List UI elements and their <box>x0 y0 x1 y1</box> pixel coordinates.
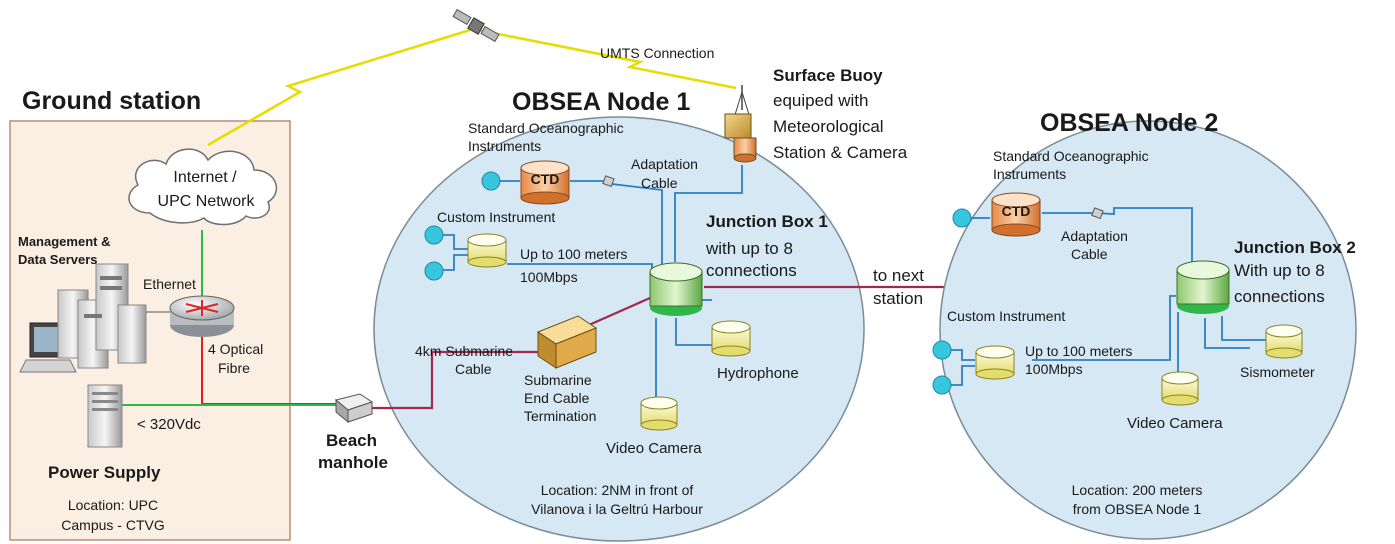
servers-icon <box>19 263 147 373</box>
fibre-label-line2: Fibre <box>218 360 250 376</box>
node2-video-camera-icon <box>1161 371 1199 406</box>
node2-adapter-icon <box>1091 207 1104 220</box>
jb1-line1: with up to 8 <box>705 239 793 258</box>
buoy-line1: equiped with <box>773 91 868 110</box>
umts-label: UMTS Connection <box>600 45 714 61</box>
node1-custom-sensor-top-icon <box>424 225 444 245</box>
node1-term-line3: Termination <box>524 408 596 424</box>
junction-box-1-icon <box>649 262 703 316</box>
node1-title: OBSEA Node 1 <box>512 88 690 116</box>
node2-upto-line1: Up to 100 meters <box>1025 343 1132 359</box>
node2-video-label: Video Camera <box>1127 415 1223 432</box>
cloud-label-line2: UPC Network <box>158 193 256 210</box>
node1-custom-sensor-bottom-icon <box>424 261 444 281</box>
node2-upto-line2: 100Mbps <box>1025 361 1083 377</box>
node1-location-line2: Vilanova i la Geltrú Harbour <box>531 501 703 517</box>
node2-ctd-label: CTD <box>1002 203 1031 219</box>
node2-custom-instrument-icon <box>975 345 1015 380</box>
jb2-title: Junction Box 2 <box>1234 238 1356 257</box>
hydrophone-label: Hydrophone <box>717 365 799 382</box>
node1-video-label: Video Camera <box>606 440 702 457</box>
node1-sensor-icon <box>481 171 501 191</box>
node2-custom-sensor-top-icon <box>932 340 952 360</box>
buoy-title: Surface Buoy <box>773 66 883 85</box>
buoy-line3: Station & Camera <box>773 143 908 162</box>
node2-ctd-icon <box>991 192 1041 237</box>
node1-location-line1: Location: 2NM in front of <box>541 482 694 498</box>
jb2-line2: connections <box>1234 287 1325 306</box>
servers-label-line1: Management & <box>18 234 110 249</box>
node2-std-line2: Instruments <box>993 166 1066 182</box>
satellite-icon <box>452 8 500 43</box>
hydrophone-icon <box>711 320 751 357</box>
node2-location-line2: from OBSEA Node 1 <box>1073 501 1202 517</box>
fibre-label-line1: 4 Optical <box>208 341 263 357</box>
node1-std-line1: Standard Oceanographic <box>468 120 624 136</box>
node2-custom-sensor-bottom-icon <box>932 375 952 395</box>
next-station-line1: to next <box>873 266 924 285</box>
node2-std-line1: Standard Oceanographic <box>993 148 1149 164</box>
servers-label-line2: Data Servers <box>18 252 98 267</box>
cloud-label-line1: Internet / <box>173 169 237 186</box>
beach-manhole-icon <box>334 393 374 424</box>
power-supply-label: Power Supply <box>48 463 161 482</box>
jb2-line1: With up to 8 <box>1234 261 1325 280</box>
node1-custom-instrument-icon <box>467 233 507 268</box>
submarine-termination-icon <box>536 315 598 369</box>
node1-ctd-label: CTD <box>531 171 560 187</box>
node1-cable-line2: Cable <box>455 361 492 377</box>
node2-blue-cables <box>943 207 1266 386</box>
router-icon <box>169 295 235 337</box>
node1-term-line1: Submarine <box>524 372 592 388</box>
beach-line2: manhole <box>318 453 388 472</box>
node1-upto-line1: Up to 100 meters <box>520 246 627 262</box>
next-station-line2: station <box>873 289 923 308</box>
ground-station-title: Ground station <box>22 87 201 115</box>
node2-adapt-line2: Cable <box>1071 246 1108 262</box>
sismometer-icon <box>1265 324 1303 359</box>
junction-box-2-icon <box>1176 260 1230 314</box>
node2-custom-label: Custom Instrument <box>947 308 1065 324</box>
jb1-line2: connections <box>706 261 797 280</box>
node1-area <box>373 116 865 542</box>
surface-buoy-icon <box>724 85 757 163</box>
node1-adapt-line2: Cable <box>641 175 678 191</box>
node2-sensor-icon <box>952 208 972 228</box>
node1-adapt-line1: Adaptation <box>631 156 698 172</box>
node2-adapt-line1: Adaptation <box>1061 228 1128 244</box>
node2-area <box>939 120 1357 540</box>
voltage-label: < 320Vdc <box>137 416 201 433</box>
beach-line1: Beach <box>326 431 377 450</box>
jb1-title: Junction Box 1 <box>706 212 828 231</box>
node1-term-line2: End Cable <box>524 390 590 406</box>
buoy-line2: Meteorological <box>773 117 884 136</box>
node2-location-line1: Location: 200 meters <box>1072 482 1203 498</box>
internet-cloud-icon <box>128 148 278 226</box>
umts-link-right <box>477 28 737 90</box>
node1-custom-label: Custom Instrument <box>437 209 555 225</box>
node1-std-line2: Instruments <box>468 138 541 154</box>
node1-upto-line2: 100Mbps <box>520 269 578 285</box>
ground-location-line2: Campus - CTVG <box>61 517 164 533</box>
ethernet-label: Ethernet <box>143 276 196 292</box>
node1-cable-line1: 4km Submarine <box>415 343 513 359</box>
node1-adapter-icon <box>602 175 615 188</box>
power-supply-icon <box>87 384 123 448</box>
sismometer-label: Sismometer <box>1240 364 1315 380</box>
node1-ctd-icon <box>520 160 570 205</box>
umts-link-left <box>207 28 471 147</box>
ground-location-line1: Location: UPC <box>68 497 158 513</box>
node1-video-camera-icon <box>640 396 678 431</box>
node2-title: OBSEA Node 2 <box>1040 109 1218 137</box>
